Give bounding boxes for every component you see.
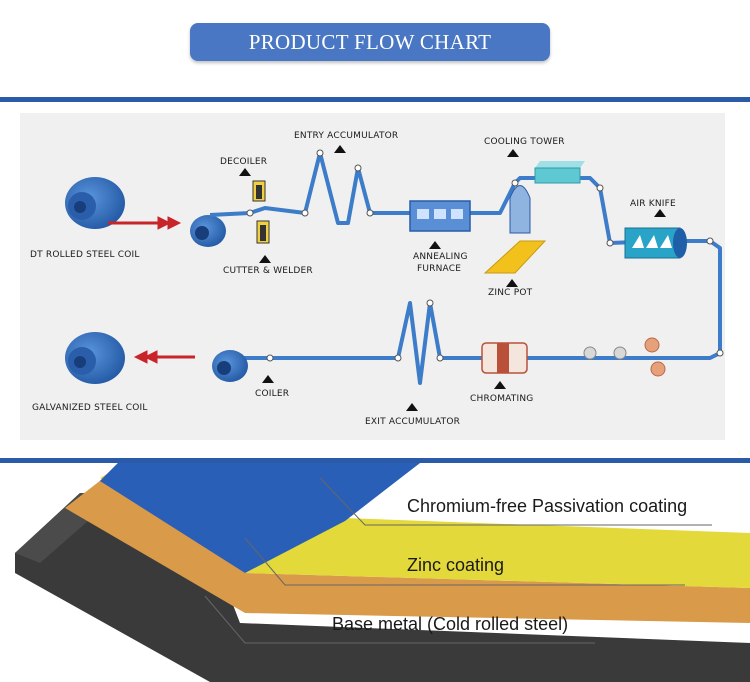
zinc-pot-icon	[483, 185, 547, 274]
label-zinc: Zinc coating	[407, 555, 505, 575]
coiler-coil-icon	[212, 350, 248, 382]
upper-strip-line	[209, 151, 722, 385]
annealing-furnace-icon	[409, 200, 471, 232]
label-chromating: CHROMATING	[470, 394, 534, 404]
label-input-coil: DT ROLLED STEEL COIL	[30, 250, 140, 260]
label-output-coil: GALVANIZED STEEL COIL	[32, 403, 148, 413]
input-arrow-icon	[108, 216, 182, 230]
pointer-markers	[239, 145, 666, 411]
output-coil-icon	[65, 332, 125, 384]
skin-pass-rollers-icon	[583, 337, 666, 377]
chromating-icon	[481, 342, 528, 374]
flow-chart-panel: DT ROLLED STEEL COIL DECOILER CUTTER & W…	[20, 113, 725, 440]
label-air-knife: AIR KNIFE	[630, 199, 676, 209]
air-knife-icon	[624, 227, 687, 259]
page-title: PRODUCT FLOW CHART	[248, 29, 492, 54]
label-exit-accumulator: EXIT ACCUMULATOR	[365, 417, 461, 427]
top-divider	[0, 97, 750, 102]
cooling-tower-icon	[534, 161, 585, 184]
label-decoiler: DECOILER	[220, 157, 268, 167]
coating-layers-diagram	[15, 463, 750, 682]
cutter-welder-icon	[256, 220, 270, 244]
input-coil-icon	[65, 177, 125, 229]
decoiler-coil-icon	[190, 215, 226, 247]
label-annealing: ANNEALING	[413, 252, 468, 262]
label-passivation: Chromium-free Passivation coating	[407, 496, 688, 516]
title-banner: PRODUCT FLOW CHART	[190, 23, 550, 61]
label-zinc-pot: ZINC POT	[488, 288, 533, 298]
output-arrow-icon	[133, 350, 195, 364]
leader-lines	[204, 477, 712, 644]
rollers-icon	[246, 149, 724, 362]
label-entry-accumulator: ENTRY ACCUMULATOR	[294, 131, 399, 141]
flow-diagram	[65, 145, 724, 411]
label-cooling-tower: COOLING TOWER	[484, 137, 565, 147]
passivation-layer	[100, 463, 420, 573]
label-base-metal: Base metal (Cold rolled steel)	[332, 614, 569, 634]
label-coiler: COILER	[255, 389, 290, 399]
label-furnace: FURNACE	[417, 264, 462, 274]
label-cutter-welder: CUTTER & WELDER	[223, 266, 313, 276]
middle-divider	[0, 458, 750, 463]
decoiler-icon	[252, 180, 266, 202]
